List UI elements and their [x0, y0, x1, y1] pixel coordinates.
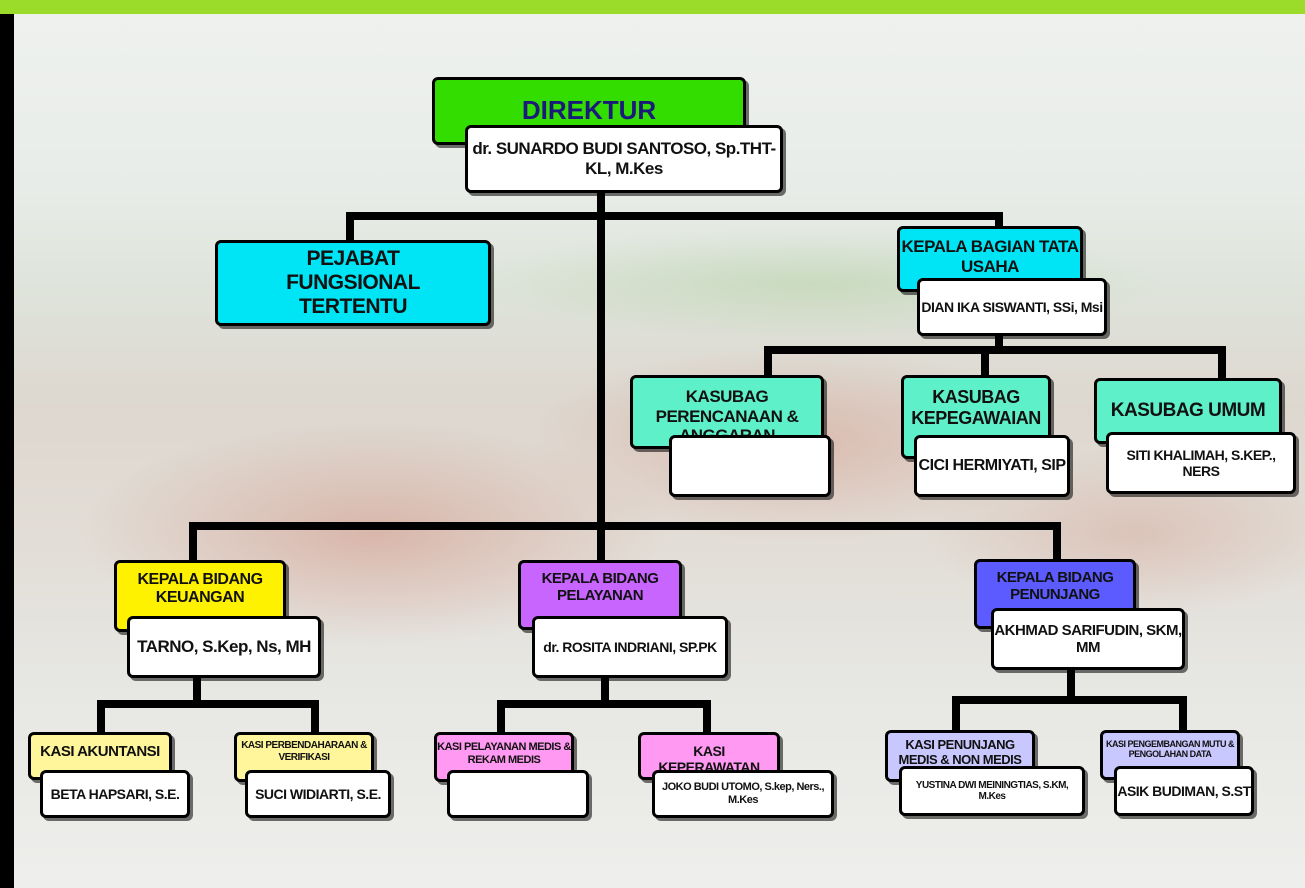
connector-line [995, 328, 1003, 350]
direktur-title: DIREKTUR [521, 95, 657, 125]
bidang-penunjang-name-box: AKHMAD SARIFUDIN, SKM, MM [991, 608, 1185, 670]
connector-line [952, 696, 1187, 704]
connector-line [346, 212, 354, 250]
kasubag-umum-name-box: SITI KHALIMAH, S.KEP., NERS [1106, 432, 1296, 494]
kasubag-kepegawaian-title: KASUBAG KEPEGAWAIAN [911, 387, 1041, 428]
connector-line [601, 672, 609, 706]
kasubag-umum-title: KASUBAG UMUM [1110, 400, 1266, 422]
kasi-pengembangan-name: ASIK BUDIMAN, S.ST [1117, 782, 1251, 799]
kasi-penunjang-medis-name: YUSTINA DWI MEININGTIAS, S.KM, M.Kes [915, 779, 1069, 803]
connector-line [1218, 346, 1226, 380]
bidang-pelayanan-name: dr. ROSITA INDRIANI, SP.PK [543, 638, 717, 655]
connector-line [764, 346, 772, 380]
bidang-penunjang-name: AKHMAD SARIFUDIN, SKM, MM [994, 621, 1182, 656]
kasubag-kepegawaian-name: CICI HERMIYATI, SIP [918, 456, 1066, 474]
kasi-akuntansi-name-box: BETA HAPSARI, S.E. [40, 770, 190, 818]
connector-line [764, 346, 1226, 354]
connector-line [952, 696, 960, 734]
connector-line [497, 700, 505, 738]
kasi-penunjang-medis-name-box: YUSTINA DWI MEININGTIAS, S.KM, M.Kes [899, 766, 1085, 816]
kasi-perbendaharaan-name: SUCI WIDIARTI, S.E. [255, 785, 381, 802]
pejabat-fungsional-title: PEJABAT FUNGSIONAL TERTENTU [286, 246, 420, 319]
kasi-akuntansi-name: BETA HAPSARI, S.E. [50, 785, 180, 802]
kasubag-umum-name: SITI KHALIMAH, S.KEP., NERS [1126, 446, 1276, 479]
connector-line [703, 700, 711, 738]
kepala-tata-usaha-name-box: DIAN IKA SISWANTI, SSi, Msi [917, 278, 1107, 336]
connector-line [597, 188, 605, 560]
direktur-name-box: dr. SUNARDO BUDI SANTOSO, Sp.THT-KL, M.K… [465, 125, 783, 193]
connector-line [346, 212, 1003, 220]
kasi-perbendaharaan-title: KASI PERBENDAHARAAN & VERIFIKASI [241, 740, 367, 763]
kasi-pengembangan-name-box: ASIK BUDIMAN, S.ST [1114, 766, 1254, 816]
kepala-tata-usaha-title: KEPALA BAGIAN TATA USAHA [901, 237, 1079, 276]
top-accent-bar [0, 0, 1305, 14]
kasi-keperawatan-name-box: JOKO BUDI UTOMO, S.kep, Ners., M.Kes [652, 770, 834, 818]
kasi-akuntansi-title: KASI AKUNTANSI [40, 743, 160, 760]
connector-line [497, 700, 711, 708]
kasi-pengembangan-title: KASI PENGEMBANGAN MUTU & PENGOLAHAN DATA [1105, 739, 1235, 760]
kasi-pelayanan-medis-name-box [447, 770, 589, 818]
connector-line [189, 522, 197, 564]
connector-line [189, 522, 1061, 530]
connector-line [193, 672, 201, 706]
kasi-keperawatan-name: JOKO BUDI UTOMO, S.kep, Ners., M.Kes [661, 781, 825, 806]
connector-line [311, 700, 319, 738]
direktur-name: dr. SUNARDO BUDI SANTOSO, Sp.THT-KL, M.K… [472, 139, 776, 178]
connector-line [1179, 696, 1187, 734]
bidang-pelayanan-title: KEPALA BIDANG PELAYANAN [541, 570, 659, 605]
kepala-tata-usaha-name: DIAN IKA SISWANTI, SSi, Msi [921, 298, 1103, 315]
kasubag-kepegawaian-name-box: CICI HERMIYATI, SIP [914, 435, 1070, 497]
connector-line [981, 346, 989, 378]
pejabat-fungsional-box: PEJABAT FUNGSIONAL TERTENTU [215, 240, 491, 326]
kasi-perbendaharaan-name-box: SUCI WIDIARTI, S.E. [245, 770, 391, 818]
kasubag-perencanaan-name-box [669, 435, 831, 497]
bidang-keuangan-name-box: TARNO, S.Kep, Ns, MH [127, 616, 321, 678]
bidang-penunjang-title: KEPALA BIDANG PENUNJANG [996, 569, 1114, 604]
connector-line [1053, 522, 1061, 562]
kasi-penunjang-medis-title: KASI PENUNJANG MEDIS & NON MEDIS [898, 737, 1022, 767]
connector-line [995, 212, 1003, 234]
bidang-pelayanan-name-box: dr. ROSITA INDRIANI, SP.PK [532, 616, 728, 678]
bidang-keuangan-title: KEPALA BIDANG KEUANGAN [137, 571, 263, 607]
connector-line [1067, 664, 1075, 702]
connector-line [97, 700, 319, 708]
connector-line [97, 700, 105, 738]
kasi-pelayanan-medis-title: KASI PELAYANAN MEDIS & REKAM MEDIS [437, 741, 571, 766]
bidang-keuangan-name: TARNO, S.Kep, Ns, MH [137, 637, 311, 657]
kasi-pelayanan-medis-title-box: KASI PELAYANAN MEDIS & REKAM MEDIS [434, 732, 574, 782]
